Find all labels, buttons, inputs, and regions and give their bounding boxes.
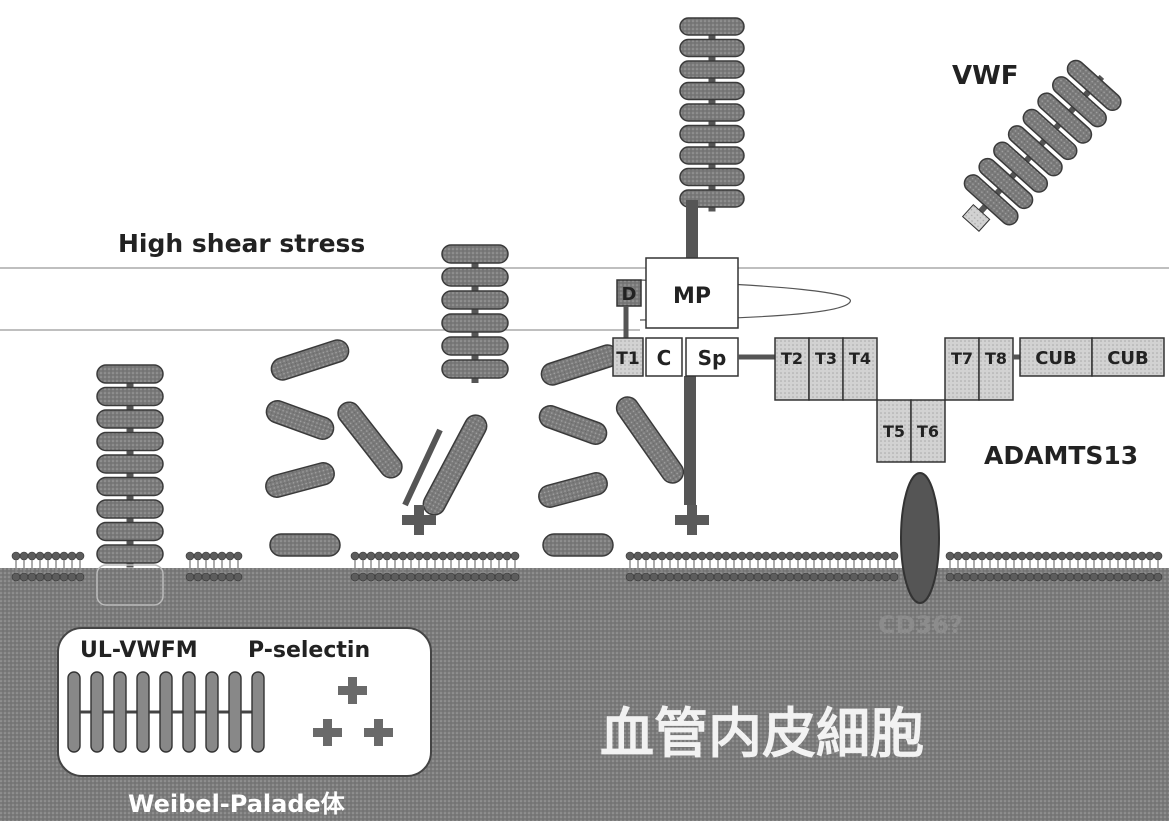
cd36-label: CD36?	[878, 611, 963, 639]
shear-flow-lines	[0, 268, 1169, 330]
endothelial-cell-label: 血管内皮細胞	[600, 702, 924, 765]
domain-mp-label: MP	[673, 284, 711, 309]
domain-t1-label: T1	[616, 349, 639, 369]
domain-t2-label: T2	[781, 349, 803, 368]
domain-cub2-label: CUB	[1107, 348, 1149, 369]
domain-t5-label: T5	[883, 422, 905, 441]
domain-t3-label: T3	[815, 349, 837, 368]
domain-sp-label: Sp	[698, 346, 727, 370]
domain-cub1-label: CUB	[1035, 348, 1077, 369]
domain-d-label: D	[622, 284, 637, 305]
ul-vwfm-strands	[68, 672, 264, 752]
cd36-receptor	[901, 473, 939, 603]
domain-t7-label: T7	[951, 349, 973, 368]
shear-stress-label: High shear stress	[118, 229, 365, 258]
domain-t4-label: T4	[849, 349, 871, 368]
adamts13-label: ADAMTS13	[984, 441, 1138, 470]
domain-t8-label: T8	[985, 349, 1007, 368]
vwf-multimer-chains	[97, 18, 1126, 605]
p-selectin-markers	[402, 505, 709, 535]
ul-vwfm-label: UL-VWFM	[80, 638, 198, 663]
weibel-palade-label: Weibel-Palade体	[128, 790, 346, 818]
p-selectin-label: P-selectin	[248, 638, 370, 663]
domain-t6-label: T6	[917, 422, 939, 441]
vwf-label: VWF	[952, 61, 1019, 91]
domain-c-label: C	[657, 346, 672, 370]
